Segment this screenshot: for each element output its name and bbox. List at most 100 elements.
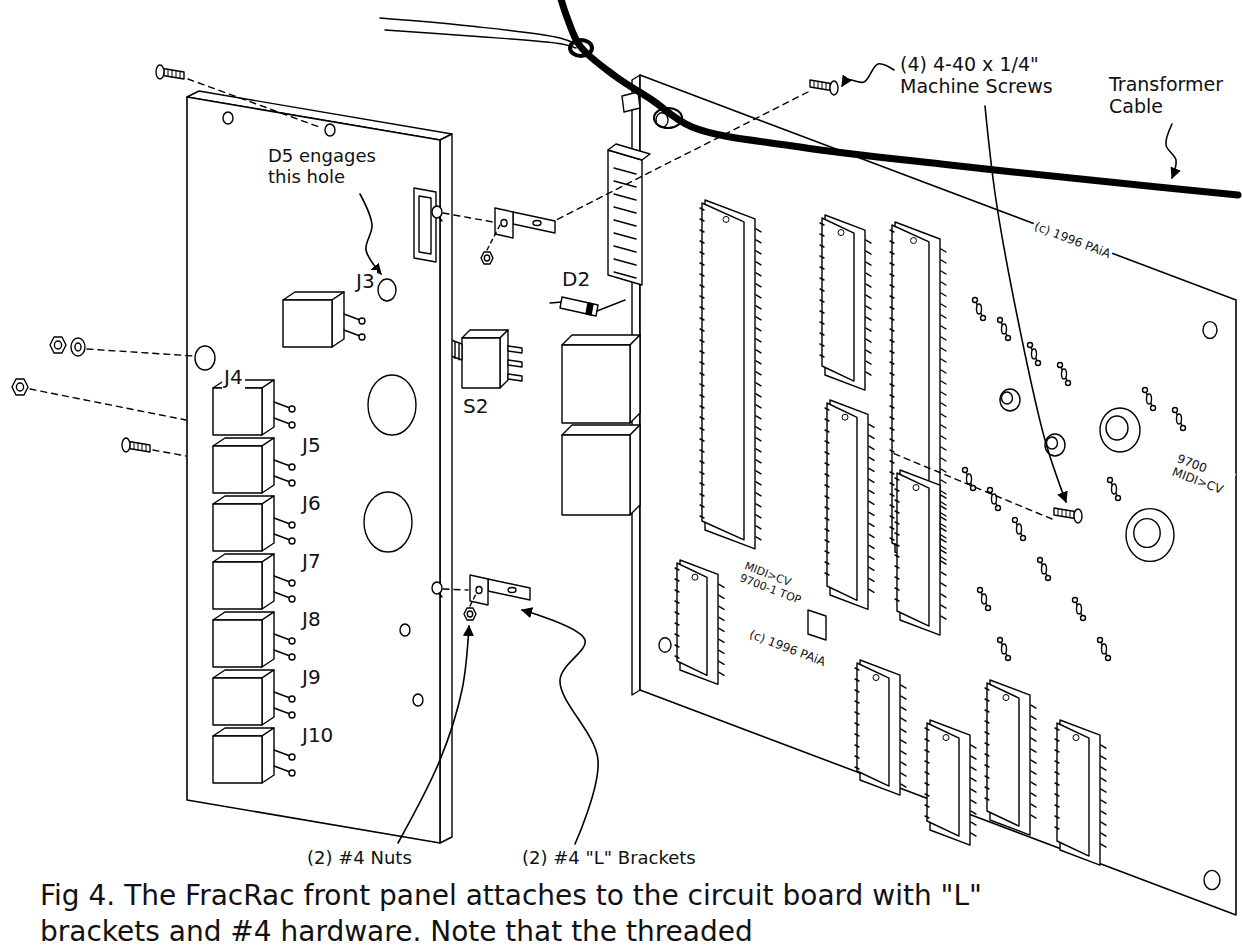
solder-pad [1173,408,1178,413]
ic-pin [756,273,761,276]
solder-pad [1066,381,1071,386]
ic-pin [985,765,989,767]
ic-pin [869,556,874,559]
ic-pin [901,784,906,787]
screw-head [830,81,838,95]
assembly-line [87,349,194,356]
jack-lead [274,418,290,424]
ic-pin [1055,761,1059,763]
ic-pin [756,229,761,232]
bracket-hole [508,588,516,593]
ic-pin [866,306,871,309]
ic-body [857,663,889,786]
ic-pin [869,545,874,548]
ic-pin [1101,822,1106,825]
ic-pin [901,751,906,754]
jack-lead [274,634,290,640]
jack-lug [289,654,295,660]
relay-front [562,435,630,515]
ic-pin [1031,782,1036,785]
ic-pin [941,293,946,296]
ic-pin [985,699,989,701]
ic-pin [941,583,946,586]
ic-pin [675,645,679,647]
screw-thread [1070,511,1071,518]
ic-pin [1031,815,1036,818]
display-slot [414,188,436,262]
jack-lead [274,650,290,656]
connector-strip [608,144,650,285]
ic-pin [1031,749,1036,752]
solder-pad [1073,598,1078,603]
assembly-line [556,92,808,220]
resistor [1028,343,1041,366]
ic-pin [941,491,946,494]
ic-pin [941,304,946,307]
resistor-body [1017,524,1022,534]
ic-pin [866,350,871,353]
relay-front [562,345,630,423]
relay [562,425,640,515]
callout-arrow [985,106,1066,502]
connector-pin [614,181,636,187]
ic-pin [719,606,724,609]
solder-pad [1106,656,1111,661]
pin-one-dot [723,216,729,222]
nut-hole [484,255,489,261]
ic-pin [890,417,894,419]
ic-pin [1031,738,1036,741]
ic-pin [866,240,871,243]
ic-pin [756,482,761,485]
resistor-body [1177,414,1182,424]
ic-pin [756,427,761,430]
machine-screw [122,438,150,452]
ic-pin [719,595,724,598]
ic-pin [1101,811,1106,814]
ic-pin [895,533,899,535]
ic-pin [866,295,871,298]
ic-pin [820,300,824,302]
diode-lead [597,300,625,311]
callout-arrow [522,610,598,844]
hex-nut [12,379,28,395]
ic-pin [901,685,906,688]
screw-thread [1062,509,1063,516]
ic-pin [700,439,704,441]
ic-pin [901,718,906,721]
bracket-flange [513,212,555,233]
solder-pad [998,318,1003,323]
ic-pin [925,772,929,774]
ic-pin [700,395,704,397]
jack-label: J6 [300,492,323,515]
ic-pin [700,494,704,496]
ic-pin [756,262,761,265]
ic-pin [941,348,946,351]
callout-arrow [1166,124,1176,178]
assembly-line [443,213,493,222]
drawing [12,0,1238,915]
ic-pin [941,414,946,417]
ic-pin [756,504,761,507]
jack-front [213,736,262,783]
ic-pin [756,339,761,342]
pin-one-dot [911,237,917,243]
ic-pin [756,493,761,496]
ic-pin [825,419,829,421]
ic-pin [895,478,899,480]
solder-pad [973,298,978,303]
ic-pin [941,381,946,384]
ic-pin [756,295,761,298]
ic-pin [890,406,894,408]
screw-thread [142,444,143,451]
bracket-face [470,575,488,605]
ic-pin [1101,800,1106,803]
ic-pin [985,688,989,690]
ic-pin [700,219,704,221]
capacitor-top [1002,392,1013,404]
ic-body [702,203,744,540]
jack-side [262,554,274,609]
ic-pin [890,329,894,331]
ic-pin [869,512,874,515]
ic-pin [1031,793,1036,796]
ic-pin [700,483,704,485]
